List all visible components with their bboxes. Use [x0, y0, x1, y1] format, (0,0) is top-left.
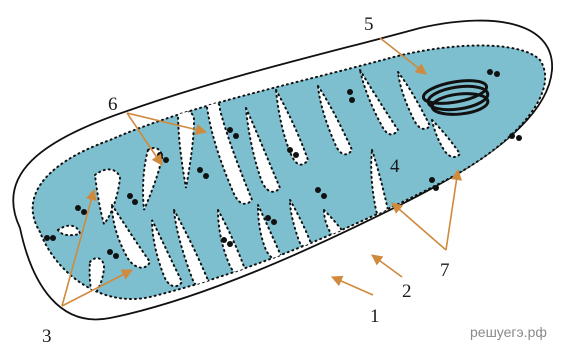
label-3: 3 — [42, 326, 52, 347]
label-1: 1 — [370, 306, 380, 327]
label-5: 5 — [364, 14, 374, 35]
label-2: 2 — [402, 281, 412, 302]
label-6: 6 — [108, 94, 118, 115]
watermark: решуегэ.рф — [470, 324, 547, 340]
label-7: 7 — [440, 260, 450, 281]
label-4: 4 — [390, 156, 400, 177]
